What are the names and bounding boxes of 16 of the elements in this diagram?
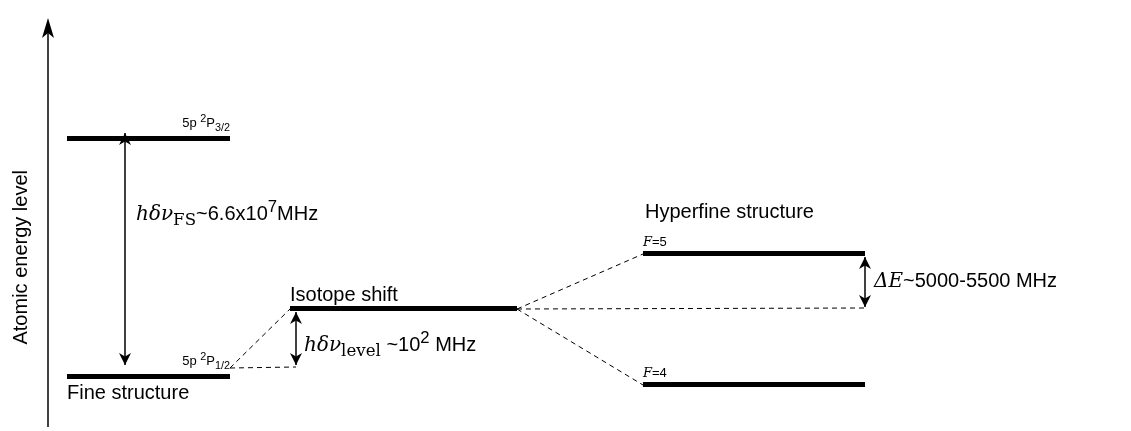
dashed-line	[229, 366, 297, 369]
double-arrow	[859, 256, 871, 308]
axis-title: Atomic energy level	[8, 170, 32, 345]
dashed-line	[516, 307, 866, 310]
double-arrow	[119, 132, 131, 366]
level-label: Hyperfine structure	[645, 199, 814, 223]
state-label: F=5	[643, 234, 667, 250]
dashed-line	[516, 253, 644, 310]
state-label: F=4	[643, 365, 667, 381]
level-label: Fine structure	[67, 380, 190, 403]
double-arrow	[290, 311, 302, 366]
dashed-line	[516, 308, 644, 386]
dashed-line	[229, 308, 291, 369]
state-label: 5p $^{2}$P$_{3/2}$	[182, 111, 230, 135]
level-label: Isotope shift	[290, 283, 398, 305]
state-label: 5p $^{2}$P$_{1/2}$	[182, 349, 230, 373]
